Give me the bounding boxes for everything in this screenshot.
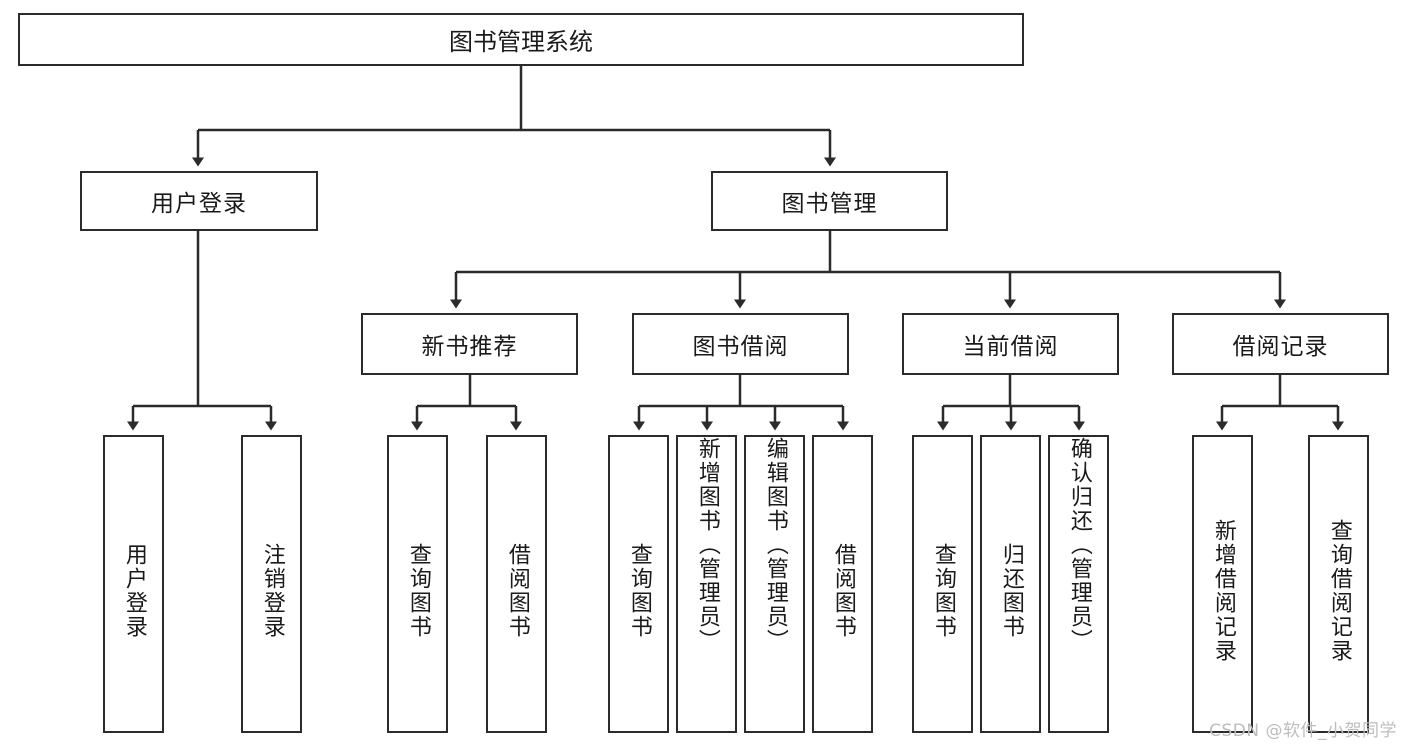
- node-book-management[interactable]: 图书管理: [711, 171, 948, 231]
- leaf-query-book-recommend[interactable]: 查询图书: [387, 435, 448, 733]
- node-current-borrow-label: 当前借阅: [962, 334, 1059, 360]
- leaf-query-book-recommend-label: 查询图书: [405, 543, 431, 639]
- leaf-user-login-label: 用户登录: [121, 543, 147, 639]
- node-book-management-label: 图书管理: [781, 191, 878, 217]
- leaf-return-book[interactable]: 归还图书: [980, 435, 1041, 733]
- leaf-add-borrow-record-label: 新增借阅记录: [1210, 519, 1236, 663]
- leaf-confirm-return-admin[interactable]: 确认归还（管理员）: [1048, 435, 1109, 733]
- leaf-borrow-book-recommend-label: 借阅图书: [504, 543, 530, 639]
- leaf-add-book-admin[interactable]: 新增图书（管理员）: [676, 435, 737, 733]
- leaf-add-book-admin-label: 新增图书（管理员）: [694, 437, 720, 653]
- leaf-edit-book-admin[interactable]: 编辑图书（管理员）: [744, 435, 805, 733]
- leaf-logout[interactable]: 注销登录: [241, 435, 302, 733]
- leaf-logout-label: 注销登录: [259, 543, 285, 639]
- leaf-query-book-borrow-label: 查询图书: [626, 543, 652, 639]
- node-root-system[interactable]: 图书管理系统: [18, 13, 1024, 66]
- leaf-query-book-borrow[interactable]: 查询图书: [608, 435, 669, 733]
- leaf-confirm-return-admin-label: 确认归还（管理员）: [1066, 437, 1092, 653]
- leaf-return-book-label: 归还图书: [998, 543, 1024, 639]
- node-borrow-record[interactable]: 借阅记录: [1172, 313, 1389, 375]
- node-user-login-label: 用户登录: [151, 191, 247, 217]
- leaf-add-borrow-record[interactable]: 新增借阅记录: [1192, 435, 1253, 733]
- node-new-book-recommend-label: 新书推荐: [421, 334, 518, 360]
- leaf-query-borrow-record-label: 查询借阅记录: [1326, 519, 1352, 663]
- leaf-borrow-book-label: 借阅图书: [830, 543, 856, 639]
- leaf-borrow-book-recommend[interactable]: 借阅图书: [486, 435, 547, 733]
- node-current-borrow[interactable]: 当前借阅: [902, 313, 1119, 375]
- leaf-query-book-current[interactable]: 查询图书: [912, 435, 973, 733]
- leaf-edit-book-admin-label: 编辑图书（管理员）: [762, 437, 788, 653]
- node-new-book-recommend[interactable]: 新书推荐: [361, 313, 578, 375]
- node-user-login[interactable]: 用户登录: [80, 171, 318, 231]
- node-book-borrow-label: 图书借阅: [692, 334, 789, 360]
- leaf-query-borrow-record[interactable]: 查询借阅记录: [1308, 435, 1369, 733]
- node-root-label: 图书管理系统: [449, 28, 593, 56]
- node-book-borrow[interactable]: 图书借阅: [632, 313, 849, 375]
- node-borrow-record-label: 借阅记录: [1232, 334, 1329, 360]
- leaf-user-login[interactable]: 用户登录: [103, 435, 164, 733]
- leaf-query-book-current-label: 查询图书: [930, 543, 956, 639]
- leaf-borrow-book[interactable]: 借阅图书: [812, 435, 873, 733]
